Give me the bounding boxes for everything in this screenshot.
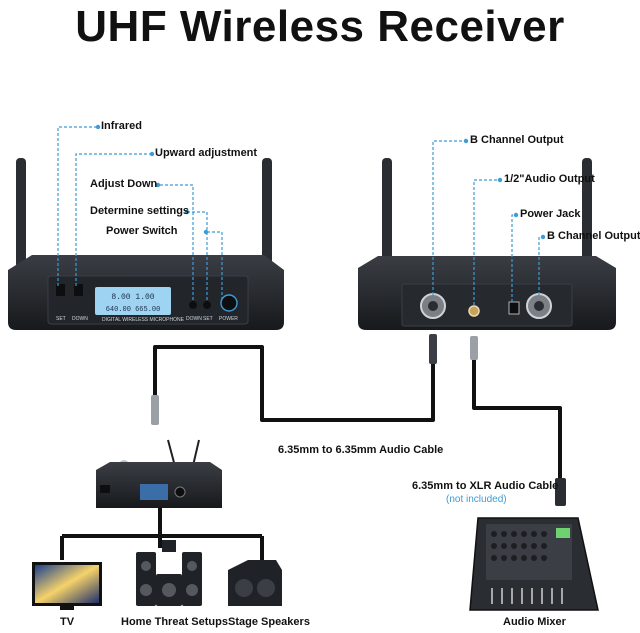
right-callout-dots <box>463 138 546 240</box>
panel-set-right: SET <box>203 316 213 322</box>
callout-adjust-down: Adjust Down <box>90 178 158 190</box>
quarter-inch-jack <box>468 305 480 317</box>
distribution-lines <box>60 508 264 560</box>
down-button-right <box>189 301 197 309</box>
back-panel <box>401 283 573 327</box>
lcd-bottom-readout: 640.00 665.00 <box>106 306 161 314</box>
callout-audio-output: 1/2"Audio Output <box>504 173 595 185</box>
left-callout-lines <box>57 126 223 300</box>
callout-b-channel-output-bottom: B Channel Output <box>547 230 640 242</box>
panel-down-left: DOWN <box>72 316 88 322</box>
xlr-plug-bottom <box>555 478 566 506</box>
amplifier <box>96 439 222 508</box>
audio-mixer <box>469 517 599 611</box>
tv-screen <box>35 565 99 603</box>
callout-b-channel-output-top: B Channel Output <box>470 134 564 146</box>
amplifier-screen <box>140 484 168 500</box>
right-antenna-back <box>582 158 592 266</box>
callout-infrared: Infrared <box>101 120 142 132</box>
power-jack-port <box>508 301 520 315</box>
stage-speakers-label: Stage Speakers <box>228 616 310 628</box>
panel-down-right: DOWN <box>186 316 202 322</box>
lcd-screen <box>95 287 171 315</box>
xlr-cable-label: 6.35mm to XLR Audio Cable <box>412 480 559 492</box>
infrared-sensor <box>56 284 65 296</box>
xlr-plug-top <box>429 334 437 364</box>
home-theater-label: Home Threat Setups <box>121 616 228 628</box>
audio-cable <box>153 342 435 422</box>
left-buttons <box>74 284 83 296</box>
right-antenna <box>262 158 272 268</box>
callout-power-jack: Power Jack <box>520 208 581 220</box>
panel-brand: DIGITAL WIRELESS MICROPHONE <box>102 317 185 323</box>
page-title: UHF Wireless Receiver <box>75 2 565 51</box>
left-callout-dots <box>95 124 209 235</box>
right-receiver <box>358 158 616 330</box>
xlr-cable-note: (not included) <box>446 494 507 505</box>
lcd-top-readout: 8.00 1.00 <box>111 293 154 302</box>
cables <box>153 342 562 478</box>
panel-power: POWER <box>219 316 238 322</box>
callout-determine-settings: Determine settings <box>90 205 190 217</box>
left-antenna-back <box>382 158 392 266</box>
quarter-plug-left <box>151 395 159 425</box>
xlr-cable <box>472 342 562 478</box>
left-antenna <box>16 158 26 268</box>
stage-speakers <box>228 560 282 606</box>
quarter-plug-right <box>470 336 478 360</box>
audio-cable-label: 6.35mm to 6.35mm Audio Cable <box>278 444 444 456</box>
power-button <box>220 294 238 312</box>
panel-set-left: SET <box>56 316 66 322</box>
tv <box>32 562 102 610</box>
tv-label: TV <box>60 616 75 628</box>
left-receiver: 8.00 1.00 640.00 665.00 SET DOWN DIGITAL… <box>8 158 284 330</box>
audio-mixer-label: Audio Mixer <box>503 616 566 628</box>
callout-power-switch: Power Switch <box>106 225 178 237</box>
set-button-right <box>203 301 211 309</box>
callout-upward-adjustment: Upward adjustment <box>155 147 258 159</box>
